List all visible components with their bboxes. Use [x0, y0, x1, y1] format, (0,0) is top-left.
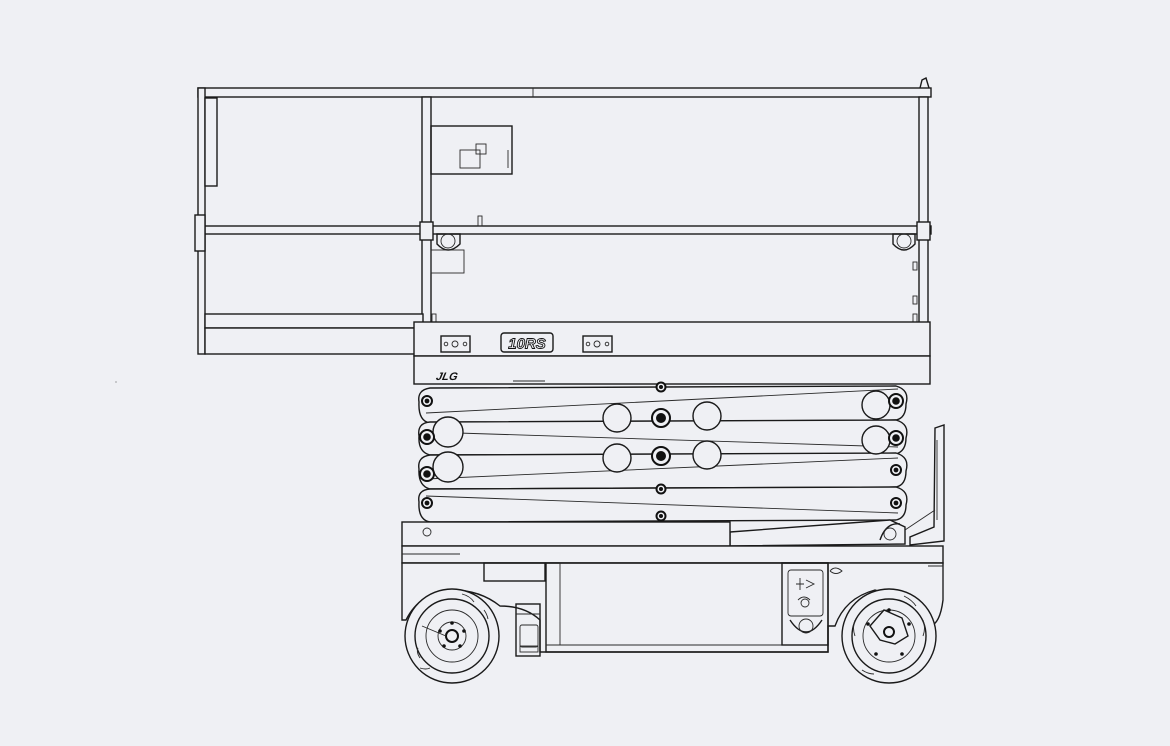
scissor-pin [651, 446, 671, 466]
scissor-pin [651, 408, 671, 428]
platform-control-box [430, 125, 513, 274]
scissor-pin [655, 510, 667, 522]
scissor-pin [888, 430, 904, 446]
chassis [401, 521, 944, 657]
stray-mark [115, 381, 117, 383]
scissor-pin [419, 429, 435, 445]
scissor-pin [890, 497, 902, 509]
scissor-stack [418, 381, 908, 523]
scissor-pin [890, 464, 902, 476]
entry-ladder [904, 424, 945, 546]
rear-wheel [841, 588, 937, 684]
scissor-pin [655, 483, 667, 495]
brand-decal: JLG [435, 371, 459, 383]
platform-guardrail [194, 77, 932, 356]
scissor-pin [421, 395, 433, 407]
front-wheel [404, 588, 500, 684]
scissor-pin [419, 466, 435, 482]
platform-deck: 10RS JLG [413, 321, 931, 385]
scissor-pin [655, 381, 667, 393]
scissor-pin [421, 497, 433, 509]
scissor-pin [888, 393, 904, 409]
model-decal: 10RS [508, 336, 546, 353]
lift-cylinder [729, 519, 906, 547]
